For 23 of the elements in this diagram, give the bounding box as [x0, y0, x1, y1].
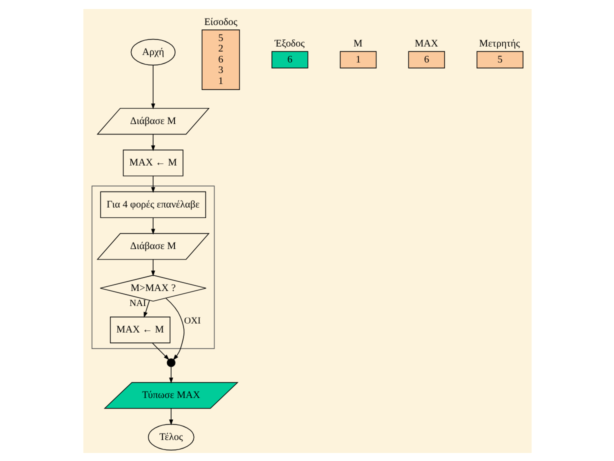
node-label: Μετρητής [478, 38, 520, 50]
arrow [150, 64, 155, 109]
edge-label: ΟΧΙ [184, 316, 200, 326]
arrow [164, 297, 184, 360]
node-label: Μ [353, 38, 362, 50]
edge-label: ΝΑΙ [129, 298, 146, 309]
node-box: MAX ← M [122, 149, 183, 176]
arrow [152, 342, 169, 360]
node-label: Έξοδος [274, 38, 304, 50]
node-label: Είσοδος [204, 16, 237, 28]
node-box: MAX ← M [109, 316, 170, 343]
node-ellipse: Αρχή [130, 38, 176, 65]
node-circle [166, 358, 175, 366]
node-ellipse: Τέλος [147, 423, 194, 450]
arrow [150, 258, 155, 276]
node-label: MAX [414, 38, 438, 50]
arrow [168, 408, 173, 425]
arrow [168, 366, 173, 383]
node-box: Για 4 φορές επανέλαβε [100, 190, 206, 218]
arrow [150, 216, 155, 234]
arrow [150, 133, 155, 151]
arrow [150, 175, 155, 192]
arrow [143, 300, 150, 318]
